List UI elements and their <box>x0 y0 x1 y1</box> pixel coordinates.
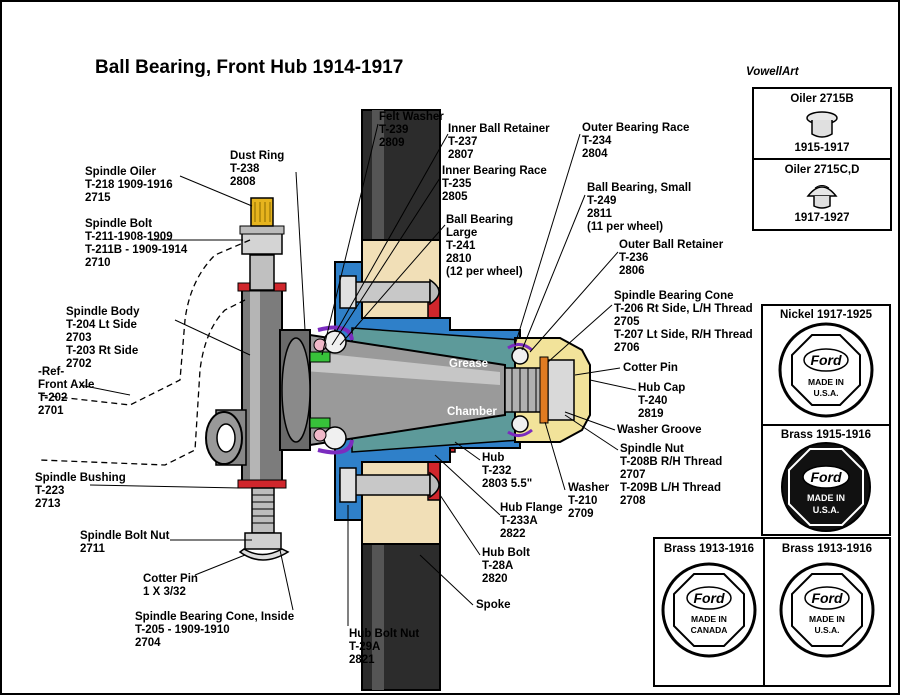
hubcap-4-title: Brass 1913-1916 <box>781 543 873 555</box>
hubcap-1-line1: MADE IN <box>808 377 844 387</box>
front-axle-reference-upper <box>39 239 251 406</box>
felt-washer-lower <box>309 417 331 429</box>
label-inner-ball-retainer: Inner Ball Retainer T-237 2807 <box>448 123 550 161</box>
hubcap-brass-1913-1916-usa <box>779 562 875 658</box>
artist-credit: VowellArt <box>746 66 799 78</box>
label-hub: Hub T-232 2803 5.5" <box>482 452 533 490</box>
label-grease: Grease <box>449 358 489 370</box>
washer <box>539 356 549 424</box>
oiler-1-years: 1915-1917 <box>794 142 850 154</box>
label-outer-bearing-race: Outer Bearing Race T-234 2804 <box>582 122 690 160</box>
hubcap-nickel-1917-1925 <box>778 322 874 418</box>
front-axle-reference-lower <box>39 299 246 466</box>
oiler-2-title: Oiler 2715C,D <box>784 164 860 176</box>
label-chamber: Chamber <box>447 406 497 418</box>
hubcap-1-title: Nickel 1917-1925 <box>779 309 873 321</box>
hubcap-2-title: Brass 1915-1916 <box>780 429 872 441</box>
label-washer-groove: Washer Groove <box>617 424 702 436</box>
oiler-1-title: Oiler 2715B <box>790 93 854 105</box>
label-spoke: Spoke <box>476 599 511 611</box>
hubcap-3-line1: MADE IN <box>691 614 727 624</box>
label-felt-washer: Felt Washer T-239 2809 <box>379 111 444 149</box>
hubcap-brass-1915-1916 <box>781 442 871 532</box>
hubcap-4-brand: Ford <box>811 590 843 606</box>
wood-spoke-upper <box>361 239 441 321</box>
spindle-bolt-top <box>239 225 285 291</box>
label-spindle-bearing-cone: Spindle Bearing Cone T-206 Rt Side, L/H … <box>614 290 753 354</box>
label-spindle-bushing: Spindle Bushing T-223 2713 <box>35 472 126 510</box>
cotter-pin-left <box>238 548 290 561</box>
label-inner-bearing-race: Inner Bearing Race T-235 2805 <box>442 165 547 203</box>
label-hub-bolt: Hub Bolt T-28A 2820 <box>482 547 530 585</box>
spindle-nut <box>547 359 575 421</box>
label-spindle-bolt: Spindle Bolt T-211-1908-1909 T-211B - 19… <box>85 218 188 269</box>
hubcap-4-line1: MADE IN <box>809 614 845 624</box>
diagram-title: Ball Bearing, Front Hub 1914-1917 <box>95 57 404 78</box>
hubcap-3-line2: CANADA <box>690 625 728 635</box>
hubcap-2-line1: MADE IN <box>807 493 845 503</box>
hubcap-1-line2: U.S.A. <box>813 388 839 398</box>
spindle-bolt-bottom <box>244 487 282 550</box>
oiler-2715cd-icon <box>806 185 838 209</box>
hubcap-3-title: Brass 1913-1916 <box>663 543 755 555</box>
hubcap-2-line2: U.S.A. <box>812 505 840 515</box>
label-spindle-bolt-nut: Spindle Bolt Nut 2711 <box>80 530 170 555</box>
small-ball-bearings <box>511 347 529 433</box>
spindle-oiler <box>250 197 274 227</box>
axle-eye <box>205 409 247 466</box>
label-spindle-nut: Spindle Nut T-208B R/H Thread 2707 T-209… <box>620 443 723 507</box>
hubcap-3-brand: Ford <box>693 590 725 606</box>
label-ball-bearing-large: Ball Bearing Large T-241 2810 (12 per wh… <box>446 214 523 278</box>
label-spindle-oiler: Spindle Oiler T-218 1909-1916 2715 <box>85 166 173 204</box>
label-outer-ball-retainer: Outer Ball Retainer T-236 2806 <box>619 239 724 277</box>
outer-ball-retainer <box>507 343 533 352</box>
label-spindle-bearing-cone-inside: Spindle Bearing Cone, Inside T-205 - 190… <box>135 611 295 649</box>
label-ball-bearing-small: Ball Bearing, Small T-249 2811 (11 per w… <box>587 182 692 233</box>
large-ball-bearings <box>313 330 347 450</box>
oiler-2-years: 1917-1927 <box>794 212 850 224</box>
label-dust-ring: Dust Ring T-238 2808 <box>230 150 285 188</box>
leader-lines <box>79 123 637 626</box>
label-cotter-pin-left: Cotter Pin 1 X 3/32 <box>143 573 198 598</box>
hubcap-brass-1913-1916-canada <box>661 562 757 658</box>
label-cotter-pin-right: Cotter Pin <box>623 362 678 374</box>
oiler-panel <box>752 87 892 231</box>
hubcap-2-brand: Ford <box>810 469 842 485</box>
label-hub-cap: Hub Cap T-240 2819 <box>638 382 686 420</box>
label-spindle-body: Spindle Body T-204 Lt Side 2703 T-203 Rt… <box>66 306 140 370</box>
hubcap-1-brand: Ford <box>810 352 842 368</box>
oiler-2715b-icon <box>806 111 838 138</box>
label-front-axle: -Ref- Front Axle T-202 2701 <box>38 366 95 417</box>
felt-washer-upper <box>309 351 331 363</box>
hubcap-4-line2: U.S.A. <box>814 625 840 635</box>
hub-bolt-lower <box>339 467 440 503</box>
label-hub-bolt-nut: Hub Bolt Nut T-29A 2821 <box>349 628 420 666</box>
label-washer: Washer T-210 2709 <box>568 482 610 520</box>
spoke-lower <box>361 539 441 691</box>
label-hub-flange: Hub Flange T-233A 2822 <box>500 502 563 540</box>
